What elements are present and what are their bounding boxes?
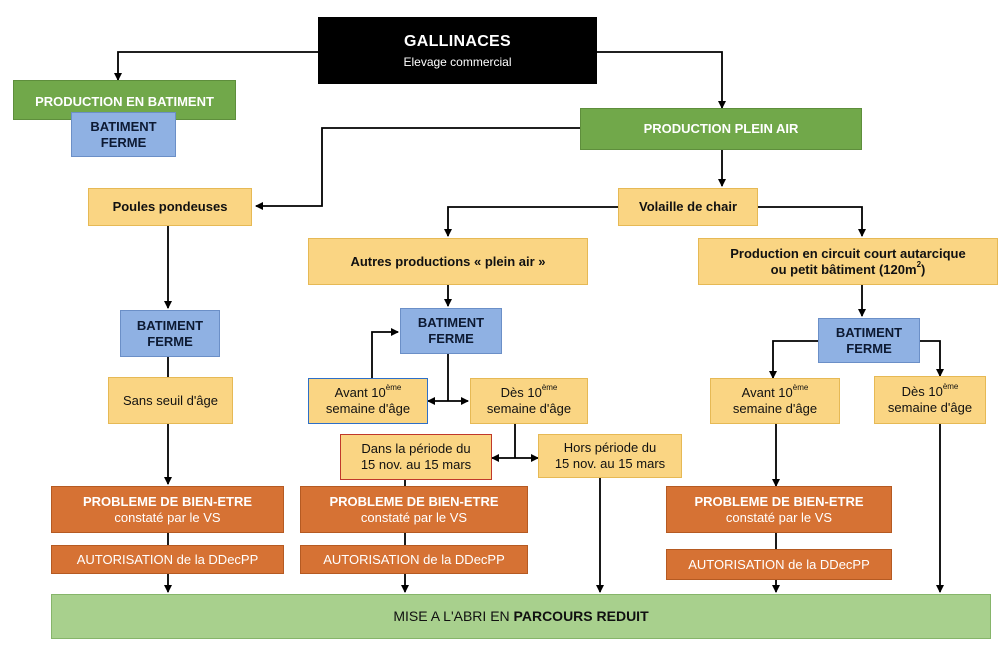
probleme-mid-node: PROBLEME DE BIEN-ETRE constaté par le VS	[300, 486, 528, 533]
avant-10-mid-node: Avant 10ème semaine d'âge	[308, 378, 428, 424]
autres-productions-label: Autres productions « plein air »	[350, 253, 546, 269]
edge-root-pleinair	[597, 51, 726, 109]
hors-periode-line2: 15 nov. au 15 mars	[554, 456, 666, 471]
sans-seuil-node: Sans seuil d'âge	[108, 377, 233, 424]
probleme-right-line2: constaté par le VS	[725, 509, 833, 525]
batiment-ferme-mid-node: BATIMENT FERME	[400, 308, 502, 354]
edge-pleinair-poules	[255, 127, 580, 210]
batiment-ferme-mid-line2: FERME	[428, 331, 474, 346]
autorisation-right-label: AUTORISATION de la DDecPP	[688, 556, 870, 572]
sans-seuil-label: Sans seuil d'âge	[123, 392, 218, 408]
edge-volaille-autres	[444, 206, 618, 237]
autorisation-mid-node: AUTORISATION de la DDecPP	[300, 545, 528, 574]
dans-periode-line1: Dans la période du	[361, 441, 471, 457]
probleme-left-line2: constaté par le VS	[114, 509, 221, 525]
hors-periode-line1: Hors période du	[563, 440, 657, 456]
des-10-mid-line2: semaine d'âge	[486, 401, 572, 416]
avant-10-right-node: Avant 10ème semaine d'âge	[710, 378, 840, 424]
edge-bfright-avant	[769, 340, 818, 379]
edge-volaille-circuit	[758, 206, 866, 237]
avant-10-right-line2: semaine d'âge	[732, 401, 818, 416]
poules-pondeuses-label: Poules pondeuses	[112, 199, 228, 215]
des-10-right-line2: semaine d'âge	[887, 400, 973, 415]
poules-pondeuses-node: Poules pondeuses	[88, 188, 252, 226]
probleme-mid-line1: PROBLEME DE BIEN-ETRE	[329, 493, 499, 509]
batiment-ferme-left-line1: BATIMENT	[136, 317, 204, 333]
root-node: GALLINACES Elevage commercial	[318, 17, 597, 84]
hors-periode-node: Hors période du 15 nov. au 15 mars	[538, 434, 682, 478]
des-10-mid-node: Dès 10ème semaine d'âge	[470, 378, 588, 424]
des-10-mid-line1: Dès 10ème	[500, 383, 558, 401]
autorisation-mid-label: AUTORISATION de la DDecPP	[323, 551, 505, 567]
circuit-court-node: Production en circuit court autarcique o…	[698, 238, 998, 285]
edge-bfright-des	[920, 340, 944, 377]
probleme-right-node: PROBLEME DE BIEN-ETRE constaté par le VS	[666, 486, 892, 533]
batiment-ferme-right-node: BATIMENT FERME	[818, 318, 920, 363]
batiment-ferme-mid-line1: BATIMENT	[417, 315, 485, 331]
probleme-left-line1: PROBLEME DE BIEN-ETRE	[82, 493, 252, 509]
avant-10-mid-line1: Avant 10ème	[334, 383, 402, 401]
mise-abri-prefix: MISE A L'ABRI EN	[393, 608, 514, 625]
des-10-right-node: Dès 10ème semaine d'âge	[874, 376, 986, 424]
avant-10-right-line1: Avant 10ème	[741, 383, 809, 401]
batiment-ferme-left-line2: FERME	[147, 333, 193, 349]
avant-10-mid-line2: semaine d'âge	[325, 401, 411, 416]
volaille-chair-node: Volaille de chair	[618, 188, 758, 226]
batiment-ferme-top-line1: BATIMENT	[90, 118, 157, 134]
batiment-ferme-right-line1: BATIMENT	[835, 324, 903, 340]
production-plein-air-node: PRODUCTION PLEIN AIR	[580, 108, 862, 150]
dans-periode-node: Dans la période du 15 nov. au 15 mars	[340, 434, 492, 480]
root-subtitle: Elevage commercial	[403, 54, 512, 69]
autorisation-right-node: AUTORISATION de la DDecPP	[666, 549, 892, 580]
root-title: GALLINACES	[404, 32, 511, 50]
circuit-court-line1: Production en circuit court autarcique	[730, 245, 966, 261]
batiment-ferme-top-line2: FERME	[100, 134, 147, 150]
mise-abri-node: MISE A L'ABRI EN PARCOURS REDUIT	[51, 594, 991, 639]
production-plein-air-label: PRODUCTION PLEIN AIR	[643, 121, 799, 137]
des-10-right-line1: Dès 10ème	[901, 382, 959, 400]
circuit-court-line2: ou petit bâtiment (120m2)	[770, 259, 926, 277]
mise-abri-bold: PARCOURS REDUIT	[513, 608, 649, 625]
edge-avant-loop	[371, 328, 399, 378]
batiment-ferme-left-node: BATIMENT FERME	[120, 310, 220, 357]
probleme-right-line1: PROBLEME DE BIEN-ETRE	[694, 493, 864, 509]
probleme-mid-line2: constaté par le VS	[360, 509, 468, 525]
edge-root-batiment	[114, 51, 318, 81]
probleme-left-node: PROBLEME DE BIEN-ETRE constaté par le VS	[51, 486, 284, 533]
autorisation-left-node: AUTORISATION de la DDecPP	[51, 545, 284, 574]
batiment-ferme-top-node: BATIMENT FERME	[71, 112, 176, 157]
dans-periode-line2: 15 nov. au 15 mars	[360, 457, 472, 472]
production-batiment-label: PRODUCTION EN BATIMENT	[35, 94, 214, 109]
batiment-ferme-right-line2: FERME	[846, 340, 892, 356]
volaille-chair-label: Volaille de chair	[638, 199, 738, 215]
production-batiment-node: PRODUCTION EN BATIMENT	[13, 80, 236, 120]
autorisation-left-label: AUTORISATION de la DDecPP	[76, 551, 259, 567]
autres-productions-node: Autres productions « plein air »	[308, 238, 588, 285]
